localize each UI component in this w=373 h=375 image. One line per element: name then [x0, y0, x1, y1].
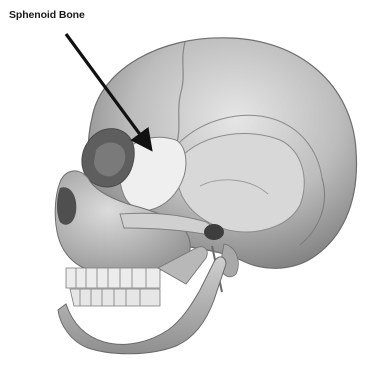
lower-teeth — [70, 289, 160, 306]
sphenoid-bone-label: Sphenoid Bone — [9, 9, 85, 21]
external-acoustic-meatus — [204, 224, 224, 240]
upper-teeth — [66, 268, 160, 288]
